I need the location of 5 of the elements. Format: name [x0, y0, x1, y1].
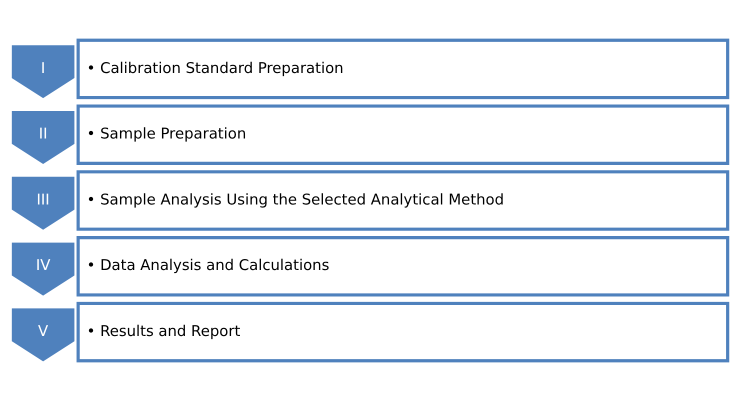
- node-box: • Results and Report: [76, 302, 730, 362]
- node-box: • Sample Preparation: [76, 104, 730, 165]
- node-box: • Data Analysis and Calculations: [76, 236, 730, 297]
- node-box: • Calibration Standard Preparation: [76, 38, 730, 100]
- node-box: • Sample Analysis Using the Selected Analytical Method: [76, 170, 730, 231]
